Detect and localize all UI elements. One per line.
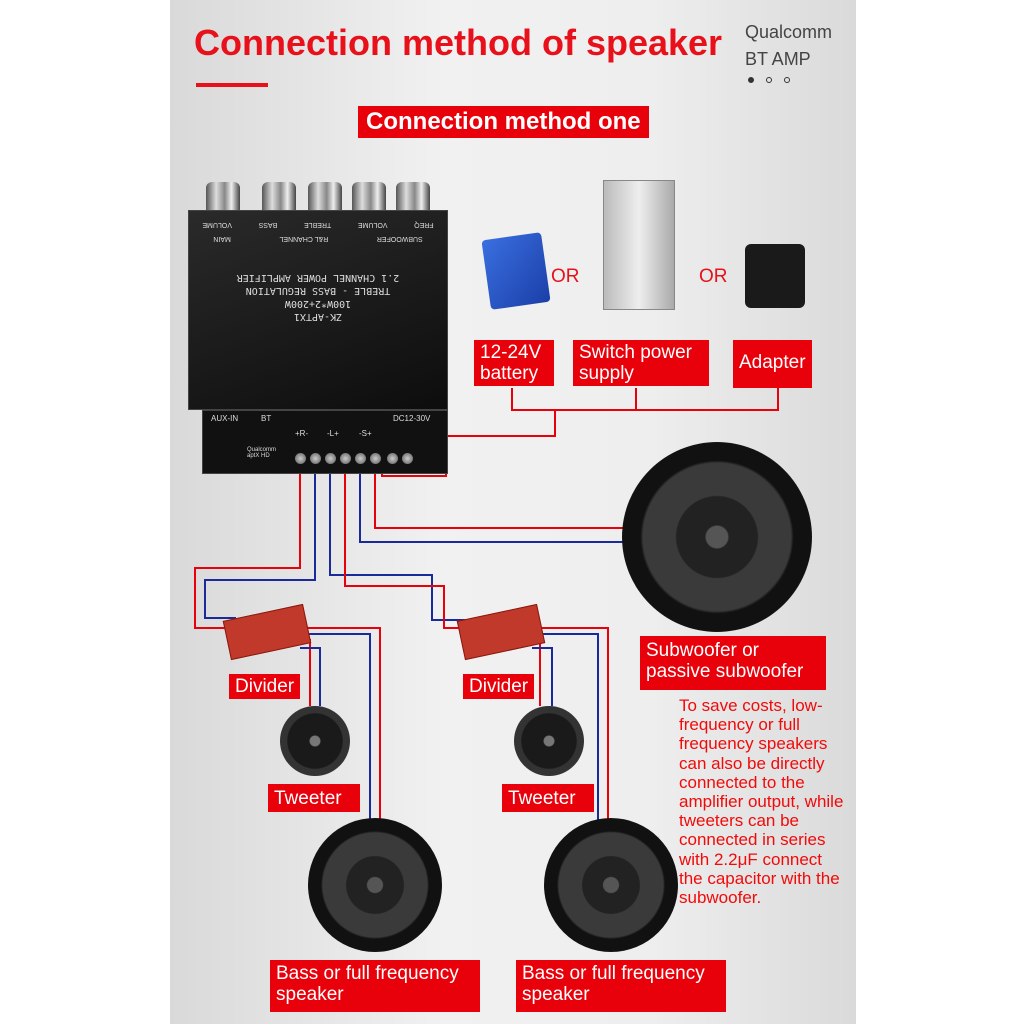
screw[interactable] xyxy=(402,453,413,464)
knob-label: VOLUME xyxy=(202,221,232,228)
or-label: OR xyxy=(699,266,728,287)
left-wire-red xyxy=(194,462,301,629)
knob-label: FREQ xyxy=(414,221,434,228)
carousel-dot[interactable] xyxy=(784,77,790,83)
knob-label: BASS xyxy=(258,221,278,228)
board-line: 2.1 CHANNEL POWER AMPLIFIER xyxy=(236,272,400,283)
title-underline xyxy=(196,83,268,87)
tweeter-image xyxy=(280,706,350,776)
carousel-dot[interactable] xyxy=(766,77,772,83)
screw[interactable] xyxy=(310,453,321,464)
subwoofer-image xyxy=(622,442,812,632)
r-terminal-label: +R- xyxy=(295,429,309,438)
power-wire xyxy=(511,388,779,411)
group-label: SUBWOOFER xyxy=(376,235,423,242)
left-wire-blue xyxy=(204,462,316,619)
adapter-image xyxy=(745,244,805,308)
brand-line1: Qualcomm xyxy=(745,22,833,42)
screw[interactable] xyxy=(340,453,351,464)
tweeter-label: Tweeter xyxy=(502,784,594,812)
group-label: R&L CHANNEL xyxy=(279,235,329,242)
board-line: 100W*2+200W xyxy=(284,298,352,309)
switch-power-label: Switch power supply xyxy=(573,340,709,386)
board-line: ZK-APTX1 xyxy=(293,311,343,322)
brand-line2: BT AMP xyxy=(745,49,811,69)
battery-label: 12-24V battery xyxy=(474,340,554,386)
power-wire xyxy=(445,410,556,437)
screw[interactable] xyxy=(370,453,381,464)
board-line: TREBLE - BASS REGULATION xyxy=(245,285,391,296)
sub-wire-red xyxy=(374,462,628,529)
screw[interactable] xyxy=(355,453,366,464)
section-label: Connection method one xyxy=(358,106,649,138)
terminal-block: AUX-IN BT Qualcomm aptX HD +R- -L+ -S+ D… xyxy=(202,410,448,474)
carousel-dot-active[interactable] xyxy=(748,77,754,83)
group-labels: SUBWOOFER R&L CHANNEL MAIN xyxy=(189,235,447,242)
adapter-label: Adapter xyxy=(733,340,812,388)
aux-in-label: AUX-IN xyxy=(211,414,239,423)
screw[interactable] xyxy=(295,453,306,464)
sub-wire-blue xyxy=(359,462,628,543)
s-terminal-label: -S+ xyxy=(359,429,372,438)
screw[interactable] xyxy=(325,453,336,464)
tweeter-label: Tweeter xyxy=(268,784,360,812)
page-title: Connection method of speaker xyxy=(194,22,723,63)
dc-label: DC12-30V xyxy=(393,414,431,423)
divider-label: Divider xyxy=(463,674,535,699)
divider-label: Divider xyxy=(229,674,301,699)
knob-label: TREBLE xyxy=(304,221,332,228)
board-print: ZK-APTX1 100W*2+200W TREBLE - BASS REGUL… xyxy=(189,271,447,323)
bt-label: BT xyxy=(261,414,272,423)
bass-speaker-label: Bass or full frequency speaker xyxy=(270,960,480,1012)
bt-chip-label: Qualcomm aptX HD xyxy=(247,447,277,459)
or-label: OR xyxy=(551,266,580,287)
group-label: MAIN xyxy=(213,235,231,242)
bass-speaker-image xyxy=(308,818,442,952)
right-wire-red xyxy=(344,462,466,629)
l-terminal-label: -L+ xyxy=(327,429,339,438)
battery-image xyxy=(481,232,551,310)
amplifier-board: FREQ VOLUME TREBLE BASS VOLUME SUBWOOFER… xyxy=(188,210,448,410)
screw[interactable] xyxy=(387,453,398,464)
tweeter-image xyxy=(514,706,584,776)
switch-power-image xyxy=(603,180,675,310)
bass-speaker-label: Bass or full frequency speaker xyxy=(516,960,726,1012)
subwoofer-label: Subwoofer or passive subwoofer xyxy=(640,636,826,690)
knob-labels: FREQ VOLUME TREBLE BASS VOLUME xyxy=(189,221,447,228)
cost-saving-note: To save costs, low-frequency or full fre… xyxy=(679,696,844,908)
bass-speaker-image xyxy=(544,818,678,952)
knob-label: VOLUME xyxy=(357,221,388,228)
